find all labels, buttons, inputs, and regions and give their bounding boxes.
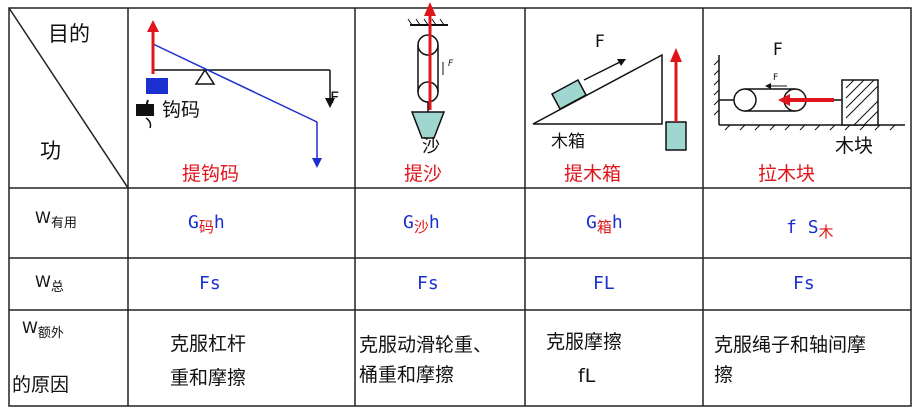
total-work-box: FL: [593, 273, 615, 294]
useful-work-block: f S木: [786, 217, 834, 241]
caption-lift-sand: 提沙: [404, 163, 443, 185]
pulley-force-label: F: [448, 59, 454, 69]
purpose-header: 目的: [48, 22, 90, 46]
useful-work-sand: G沙h: [403, 212, 440, 236]
extra-reason-block: 克服绳子和轴间摩擦: [714, 334, 867, 386]
total-work-weight: Fs: [199, 273, 221, 294]
useful-work-label: W有用: [35, 208, 77, 231]
weight-label: 钩码: [162, 99, 200, 121]
extra-reason-header: 的原因: [12, 374, 70, 396]
total-work-label: W总: [35, 272, 64, 295]
incline-diagram: F 木箱: [532, 32, 687, 152]
block-pull-arrow: [778, 94, 790, 106]
block-force-label: F: [773, 40, 783, 60]
caption-pull-block: 拉木块: [758, 163, 816, 185]
total-work-block: Fs: [793, 273, 815, 294]
block-label: 木块: [835, 135, 873, 157]
sand-bucket: [410, 111, 446, 139]
pulley-diagram: 沙 F: [407, 2, 454, 157]
extra-reason-sand: 克服动滑轮重、桶重和摩擦: [359, 334, 493, 386]
sand-label: 沙: [422, 136, 440, 157]
incline-force-label: F: [595, 32, 605, 52]
header-diagonal: [8, 7, 129, 189]
useful-work-box: G箱h: [586, 212, 623, 236]
lever-up-arrow: [147, 20, 159, 32]
extra-work-label: W额外: [22, 318, 64, 341]
useful-work-weight: G码h: [188, 212, 225, 236]
work-header: 功: [40, 139, 61, 163]
extra-reason-weight: 克服杠杆重和摩擦: [170, 333, 247, 389]
small-force-label: F: [773, 73, 778, 83]
total-work-sand: Fs: [417, 273, 439, 294]
lever-force-label: F: [330, 88, 339, 107]
hook-weight: [136, 104, 154, 116]
caption-lift-weight: 提钩码: [182, 163, 240, 185]
block-pull-diagram: F F 木块: [713, 40, 905, 157]
incline-up-arrow: [670, 48, 682, 62]
table-grid: [8, 7, 912, 407]
box-label: 木箱: [551, 132, 585, 152]
pulley-up-arrow: [424, 2, 436, 16]
wooden-box: [550, 78, 588, 111]
caption-lift-box: 提木箱: [564, 163, 622, 185]
lever-diagram: F 钩码: [136, 20, 339, 168]
